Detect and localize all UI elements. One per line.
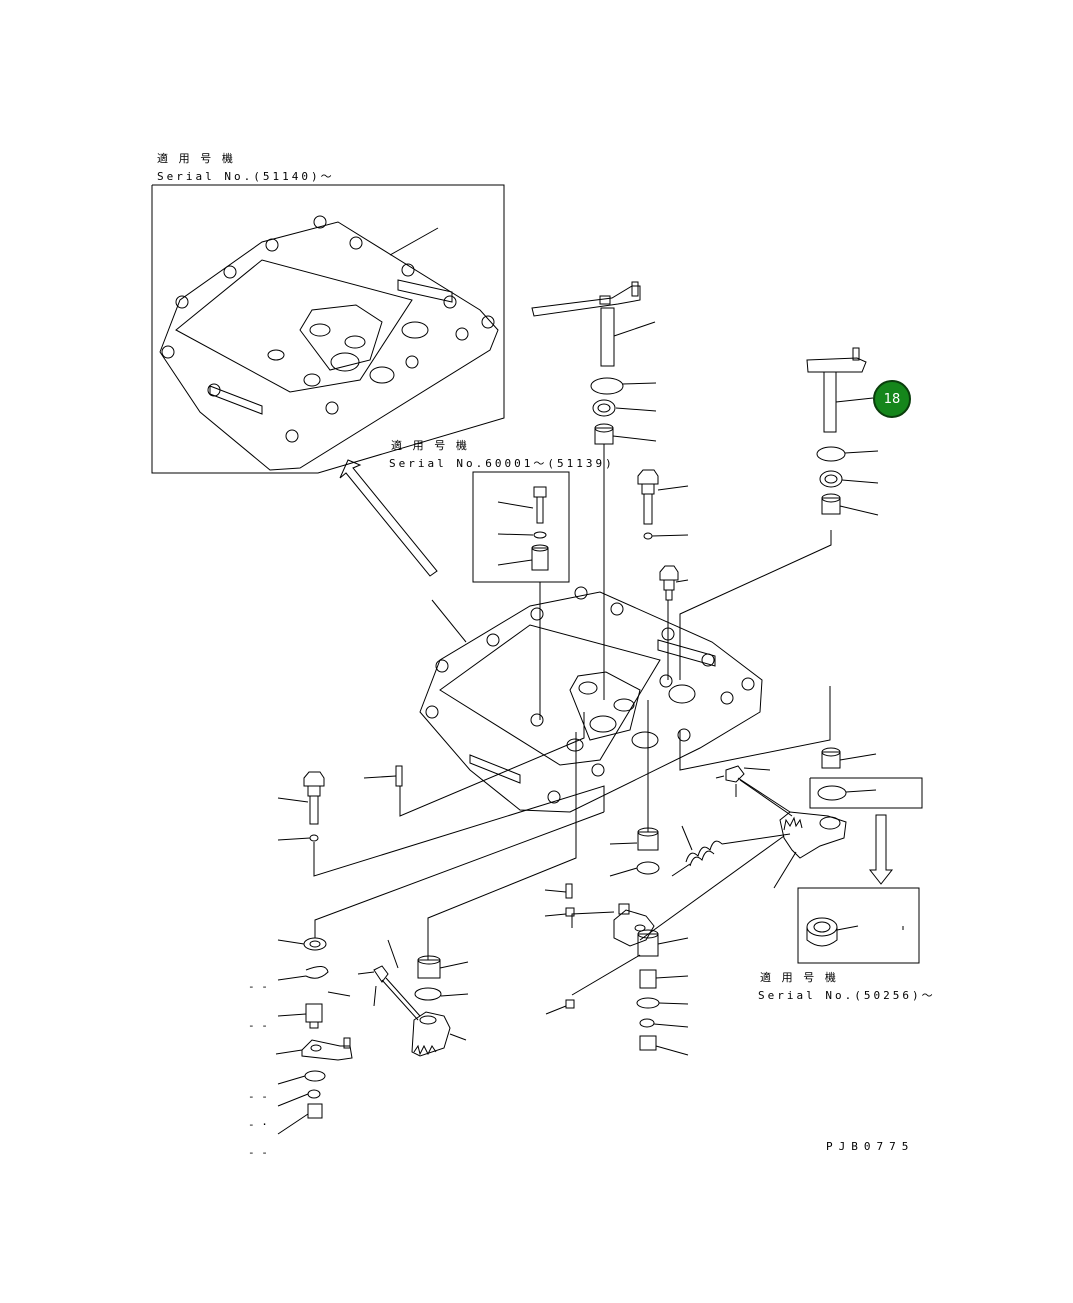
shaft-assembly-center <box>532 282 656 700</box>
drawing-code: PJB0775 <box>826 1140 915 1153</box>
main-control-valve-plate <box>420 587 762 812</box>
right-side-parts <box>680 686 922 963</box>
bolt-holes-inset <box>162 216 494 442</box>
inset-middle-serial: Serial No.60001～(51139) <box>389 457 615 470</box>
inset-box-serial-60001 <box>473 472 569 582</box>
dash-mark: - - <box>248 1146 268 1159</box>
lower-center-parts <box>358 732 576 1056</box>
bolt-holes-main <box>426 587 754 803</box>
bolts-column <box>638 470 688 680</box>
shaft-assembly-right <box>680 348 878 680</box>
dash-mark: - · <box>248 1118 268 1131</box>
inset-box-serial-51140 <box>152 185 504 473</box>
inset-right-serial: Serial No.(50256)～ <box>758 989 936 1002</box>
inset-top-serial: Serial No.(51140)～ <box>157 170 335 183</box>
inset-right-applicable-label: 適 用 号 機 <box>760 971 838 984</box>
part-18-number: 18 <box>883 391 901 407</box>
sector-lever-right <box>716 766 846 888</box>
part-18-callout[interactable]: 18 <box>873 380 911 418</box>
center-column-parts <box>545 700 784 1055</box>
dash-mark: - - <box>248 1090 268 1103</box>
inset-middle-applicable-label: 適 用 号 機 <box>391 439 469 452</box>
dash-mark: - - <box>248 1019 268 1032</box>
inset-top-applicable-label: 適 用 号 機 <box>157 152 235 165</box>
lower-left-column <box>276 712 604 1134</box>
inset-arrow-up <box>340 460 437 576</box>
dash-mark: - - <box>248 980 268 993</box>
spring <box>672 826 790 876</box>
